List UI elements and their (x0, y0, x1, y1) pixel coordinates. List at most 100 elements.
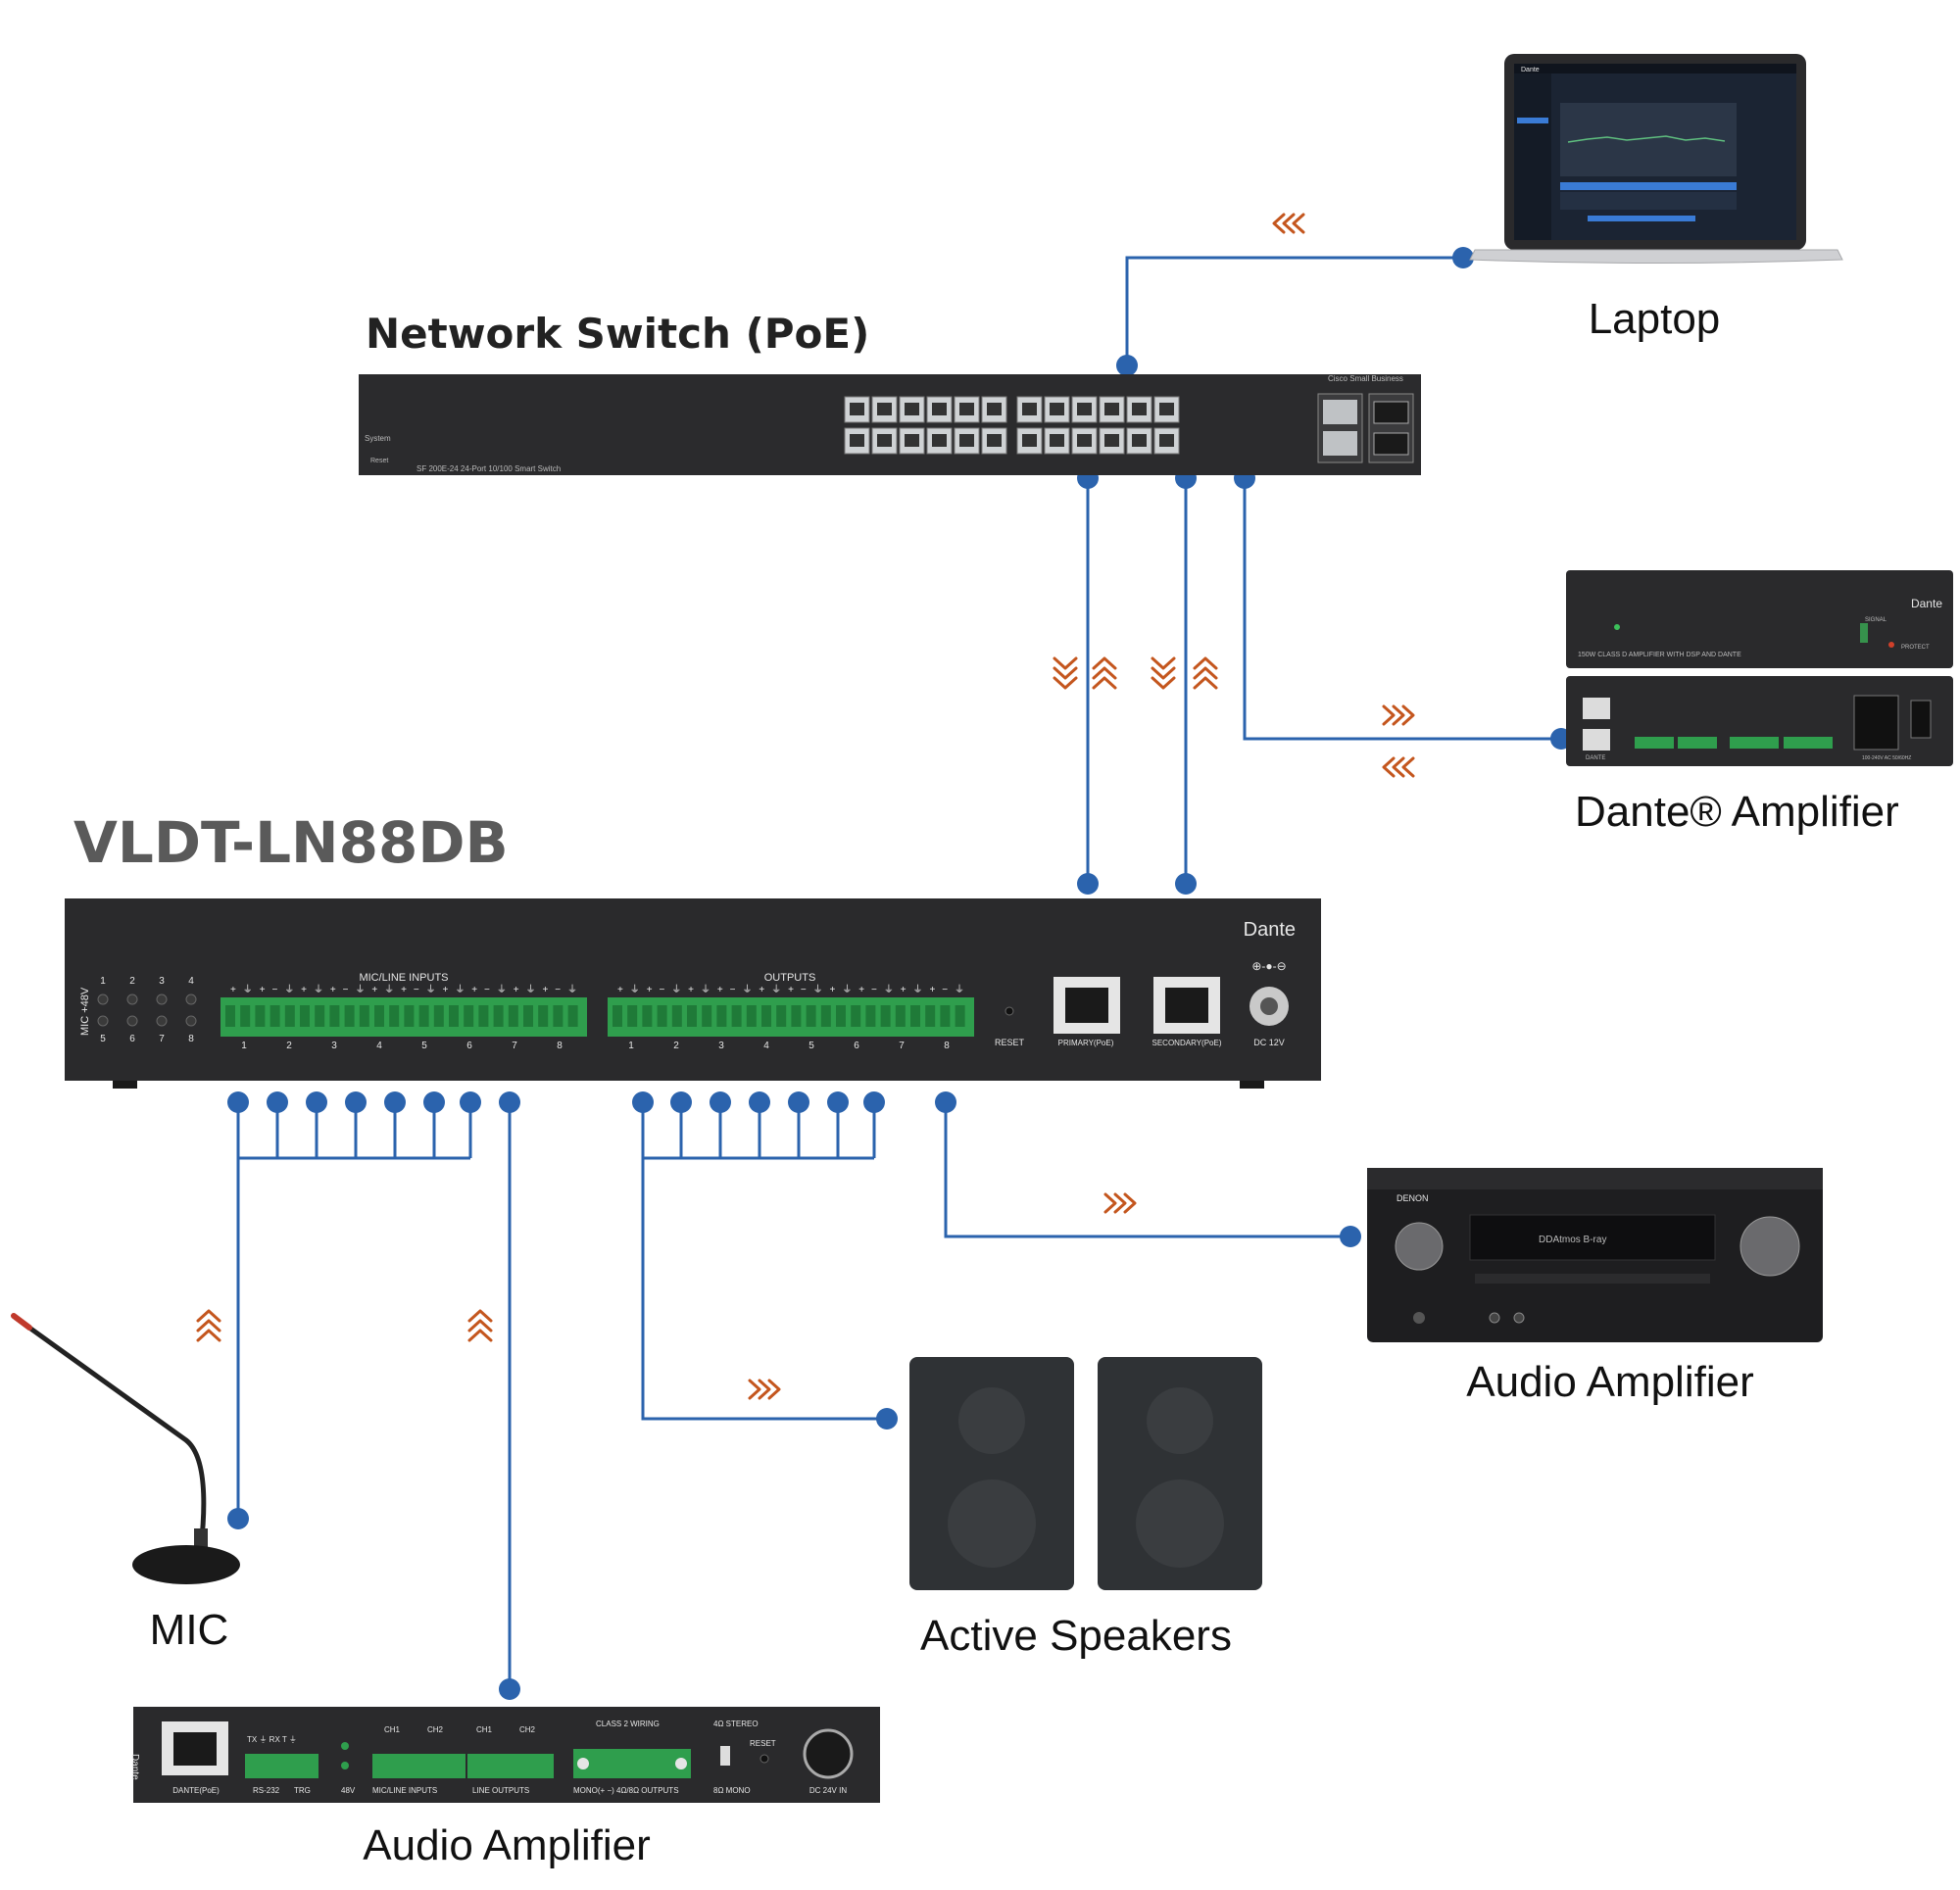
vol-meter (1860, 623, 1868, 643)
arrow-up-icon (1092, 656, 1117, 690)
sfp-slot (1373, 432, 1409, 456)
power-inlet-icon (1853, 695, 1899, 751)
switch-brand-label: Cisco Small Business (1328, 374, 1403, 383)
signal-arrows (196, 213, 1415, 1400)
terminal-pin (791, 1005, 802, 1027)
dot (1116, 355, 1138, 376)
arrow-right-icon (748, 1379, 781, 1400)
power-switch-icon (1910, 700, 1932, 739)
wire-switch-dante-amp (1243, 478, 1561, 741)
wire-receiver (944, 1102, 1350, 1238)
terminal-pin (300, 1005, 310, 1027)
av-receiver: DENON DDAtmos B-ray (1367, 1168, 1823, 1342)
terminal-pin (731, 1005, 742, 1027)
audio-amp-right-label: Audio Amplifier (1466, 1358, 1753, 1406)
channel-number: 5 (808, 1041, 814, 1051)
terminal-pin (820, 1005, 831, 1027)
dot (710, 1091, 731, 1113)
terminal-pin (925, 1005, 936, 1027)
terminal-pin (553, 1005, 564, 1027)
line-out-terminal (467, 1754, 554, 1778)
rs232-label: RS-232 (253, 1786, 280, 1795)
rj45-port-icon (905, 434, 919, 447)
speaker-terminal (573, 1749, 691, 1778)
screen-table-body (1560, 192, 1737, 210)
channel-number: 3 (718, 1041, 724, 1051)
rj45-port-icon (1583, 729, 1610, 751)
mic48v-label: MIC +48V (79, 987, 91, 1036)
led-number: 1 (100, 976, 106, 987)
dot (935, 1091, 956, 1113)
foot (113, 1081, 137, 1089)
channel-number: 8 (557, 1041, 563, 1051)
channel-number: 4 (763, 1041, 769, 1051)
mic-line-terminal (372, 1754, 466, 1778)
laptop-app-name: Dante (1521, 67, 1540, 73)
terminal-pin (642, 1005, 653, 1027)
laptop-label: Laptop (1589, 295, 1721, 343)
terminal-pin (464, 1005, 474, 1027)
input-knob-icon (1740, 1216, 1800, 1277)
dot (749, 1091, 770, 1113)
wire-speakers (641, 1158, 887, 1421)
terminal-pin (433, 1005, 444, 1027)
bottom-amplifier: Dante DANTE(PoE) TX ⏚ RX T ⏚ RS-232 TRG … (129, 1707, 880, 1803)
laptop: Dante (1469, 54, 1843, 264)
terminal-pin (865, 1005, 876, 1027)
volume-knob-icon (1395, 1222, 1444, 1271)
mode-switch[interactable] (720, 1746, 730, 1766)
main-device-label: VLDT-LN88DB (74, 809, 509, 876)
v48-label: 48V (341, 1786, 356, 1795)
terminal-pin (255, 1005, 266, 1027)
terminal-pin (702, 1005, 712, 1027)
terminal-pin (895, 1005, 906, 1027)
rj45-port-icon (1022, 434, 1037, 447)
connection-dots (227, 247, 1572, 1700)
led-number: 5 (100, 1034, 106, 1044)
reset-button[interactable] (1004, 1006, 1014, 1016)
rj45-port-icon (877, 434, 892, 447)
arrow-right-icon (1103, 1192, 1137, 1214)
mono-label: 8Ω MONO (713, 1786, 751, 1795)
arrow-up-icon (196, 1309, 221, 1342)
rj45-port-icon (959, 434, 974, 447)
terminal-pin (657, 1005, 667, 1027)
rj45-port-icon (1050, 434, 1064, 447)
pin-signs: + ⏚ + − ⏚ + ⏚ + − ⏚ + ⏚ + − ⏚ + ⏚ + − ⏚ … (230, 984, 577, 995)
led-icon (185, 993, 197, 1005)
receiver-button-row (1475, 1274, 1710, 1284)
dot (1175, 873, 1197, 895)
terminal-pin (671, 1005, 682, 1027)
arrow-right-icon (1382, 704, 1415, 726)
dot (267, 1091, 288, 1113)
dot (1452, 247, 1474, 268)
terminal-pin (955, 1005, 965, 1027)
channel-number: 5 (421, 1041, 427, 1051)
switch-ports (844, 396, 1180, 455)
terminal-pin (851, 1005, 861, 1027)
channel-number: 2 (673, 1041, 679, 1051)
dante-amp-signal: SIGNAL (1865, 617, 1887, 623)
speaker-woofer-icon (948, 1479, 1036, 1568)
reset-button[interactable] (760, 1754, 769, 1764)
dot (460, 1091, 481, 1113)
led-icon (1614, 624, 1620, 630)
terminal-pin (270, 1005, 280, 1027)
rj45-port-icon (1583, 698, 1610, 719)
ch-label: CH2 (519, 1725, 536, 1734)
terminal-pin (687, 1005, 697, 1027)
dante-amp-desc: 150W CLASS D AMPLIFIER WITH DSP AND DANT… (1578, 652, 1741, 658)
rj45-port-icon (987, 403, 1002, 415)
rj45-port-icon (1104, 403, 1119, 415)
dot (423, 1091, 445, 1113)
network-switch: System Reset SF 200E-24 24-Port 10/100 S… (359, 374, 1421, 475)
dot (306, 1091, 327, 1113)
led-icon (341, 1762, 349, 1769)
terminal-pin (225, 1005, 235, 1027)
terminal-pin (910, 1005, 920, 1027)
receiver-display (1469, 1214, 1716, 1261)
secondary-label: SECONDARY(PoE) (1152, 1039, 1222, 1047)
sfp-slot (1373, 401, 1409, 424)
arrow-left-icon (1272, 213, 1305, 234)
